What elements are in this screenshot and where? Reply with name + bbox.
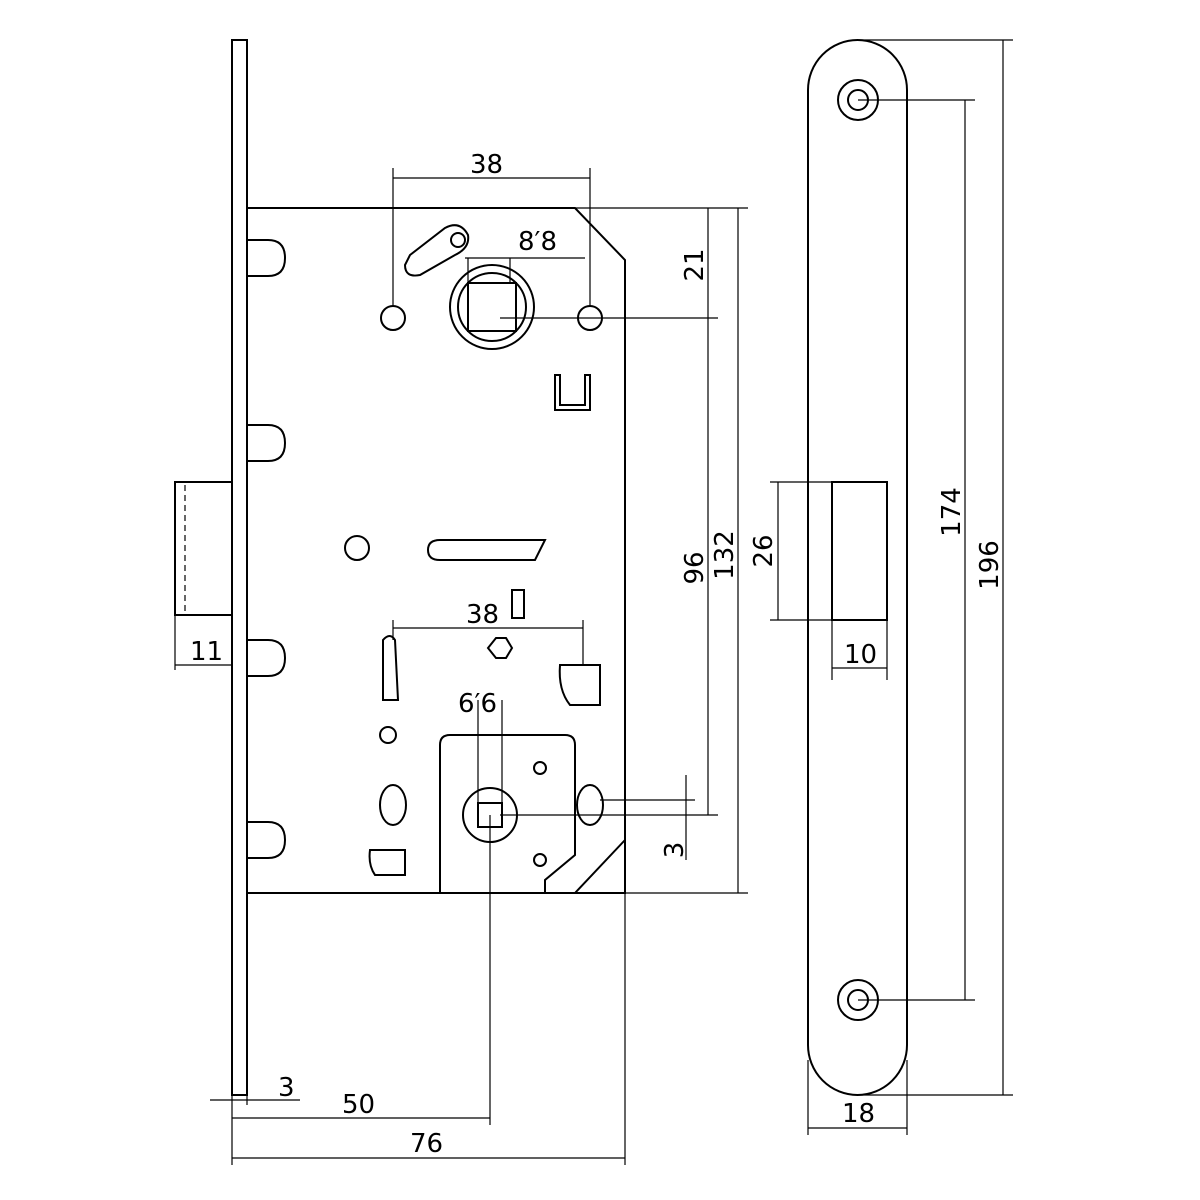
faceplate: [231, 39, 248, 1096]
dim-bottom-offset: 3: [660, 842, 690, 859]
dim-body-height: 132: [710, 530, 740, 580]
lower-pin: [382, 635, 400, 701]
lower-right-hole: [576, 784, 604, 826]
dim-plate-height: 196: [975, 540, 1005, 590]
top-square-spindle: [467, 282, 517, 332]
faceplate-clips: [247, 239, 287, 859]
strike-opening: [831, 481, 888, 621]
dimension-lines: [174, 168, 748, 1165]
dim-latch-projection: 11: [190, 637, 223, 667]
dim-body-depth: 76: [410, 1129, 443, 1159]
top-hub: [449, 264, 535, 350]
middle-slot: [426, 539, 547, 561]
dim-top-hole-spacing: 38: [470, 150, 503, 180]
middle-hole: [344, 535, 370, 561]
dim-hub-spacing: 96: [680, 551, 710, 584]
lock-body: [247, 207, 626, 894]
top-left-hole: [380, 305, 406, 331]
dim-backset: 50: [342, 1090, 375, 1120]
dim-top-square: 8′8: [518, 227, 557, 257]
strike-plate: [807, 39, 908, 1096]
lower-left-hole: [379, 784, 407, 826]
hex-hole: [486, 637, 514, 659]
dim-strike-opening-width: 10: [844, 640, 877, 670]
dim-plate-width: 18: [842, 1099, 875, 1129]
strike-dimension-lines: [770, 39, 1013, 1135]
dim-bottom-hole-spacing: 38: [466, 600, 499, 630]
dim-faceplate-thickness: 3: [278, 1073, 295, 1103]
latch-bolt: [174, 481, 233, 616]
top-lever: [403, 224, 470, 277]
dim-bottom-square: 6′6: [458, 689, 497, 719]
dim-top-offset: 21: [680, 248, 710, 281]
dim-strike-opening-height: 26: [749, 534, 779, 567]
top-stop: [554, 374, 591, 411]
lower-bracket: [439, 734, 576, 893]
dim-screw-spacing: 174: [937, 487, 967, 537]
